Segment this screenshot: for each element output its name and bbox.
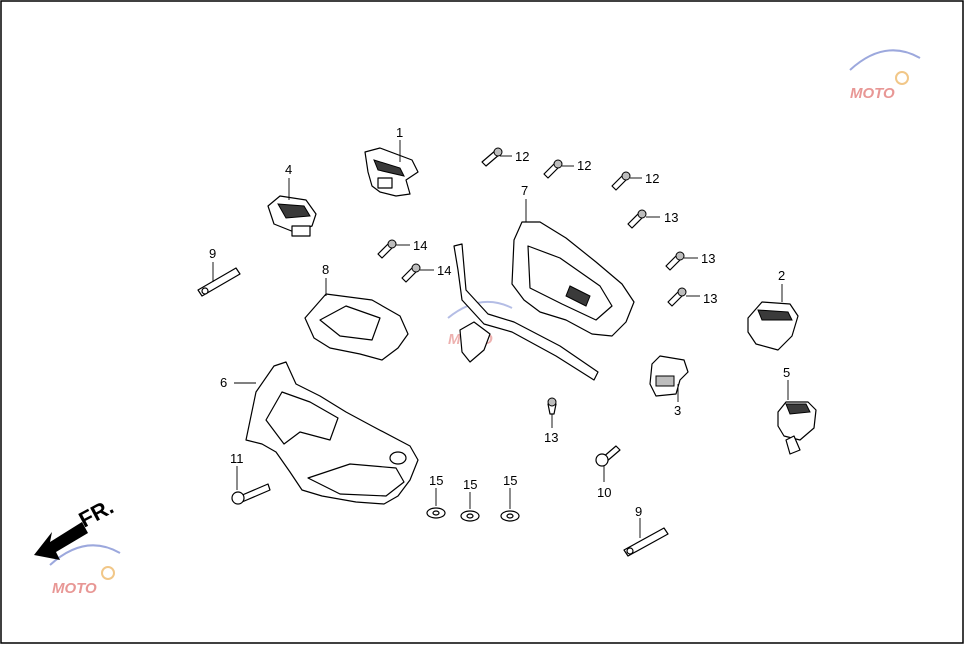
callout-3: 3 [674,403,681,418]
part-13-bolt-c: 13 [667,287,717,307]
callout-13-d: 13 [544,430,558,445]
part-14-bolt-a: 14 [377,238,427,259]
part-7-rear-handle-cover: 7 [511,183,635,337]
callout-12-c: 12 [645,171,659,186]
callout-12-b: 12 [577,158,591,173]
callout-12-a: 12 [515,149,529,164]
watermark-logo-top: MOTO [849,49,921,102]
callout-2: 2 [778,268,785,283]
part-11-long-bolt: 11 [230,451,271,505]
part-6-front-handle-cover: 6 [220,361,419,505]
callout-5: 5 [783,365,790,380]
part-12-bolt-a: 12 [481,147,529,167]
part-1-switch-bracket: 1 [364,125,419,197]
part-13-bolt-a: 13 [627,209,678,229]
callout-1: 1 [396,125,403,140]
callout-14-a: 14 [413,238,427,253]
callout-11: 11 [230,451,244,466]
callout-6: 6 [220,375,227,390]
part-15-washer-a: 15 [426,473,446,519]
watermark-logo-bottom: MOTO [49,544,121,597]
front-arrow-icon [34,522,88,560]
part-9-tie-strap-left: 9 [197,246,241,297]
callout-15-a: 15 [429,473,443,488]
part-13-bolt-d: 13 [544,397,558,445]
part-5-switch: 5 [777,365,817,455]
callout-7: 7 [521,183,528,198]
part-15-washer-b: 15 [460,477,480,522]
watermark-text: MOTO [850,85,895,102]
callout-13-c: 13 [703,291,717,306]
part-12-bolt-c: 12 [611,171,659,191]
callout-8: 8 [322,262,329,277]
part-2-switch: 2 [747,268,799,351]
part-8-inner-cover: 8 [304,262,409,361]
callout-13-b: 13 [701,251,715,266]
front-direction-indicator: FR. [34,494,118,560]
part-12-bolt-b: 12 [543,158,591,179]
callout-10: 10 [597,485,611,500]
part-13-bolt-b: 13 [665,251,715,271]
part-15-washer-c: 15 [500,473,520,522]
callout-4: 4 [285,162,292,177]
part-10-bolt: 10 [595,445,621,500]
handlebar-pipe [453,243,599,381]
callout-15-c: 15 [503,473,517,488]
part-9-tie-strap-right: 9 [623,504,669,557]
part-4-switch: 4 [267,162,317,237]
callout-14-b: 14 [437,263,451,278]
callout-9-right: 9 [635,504,642,519]
part-14-bolt-b: 14 [401,263,451,283]
part-3-connector: 3 [649,355,689,418]
callout-9-left: 9 [209,246,216,261]
callout-15-b: 15 [463,477,477,492]
watermark-text: MOTO [52,580,97,597]
callout-13-a: 13 [664,210,678,225]
